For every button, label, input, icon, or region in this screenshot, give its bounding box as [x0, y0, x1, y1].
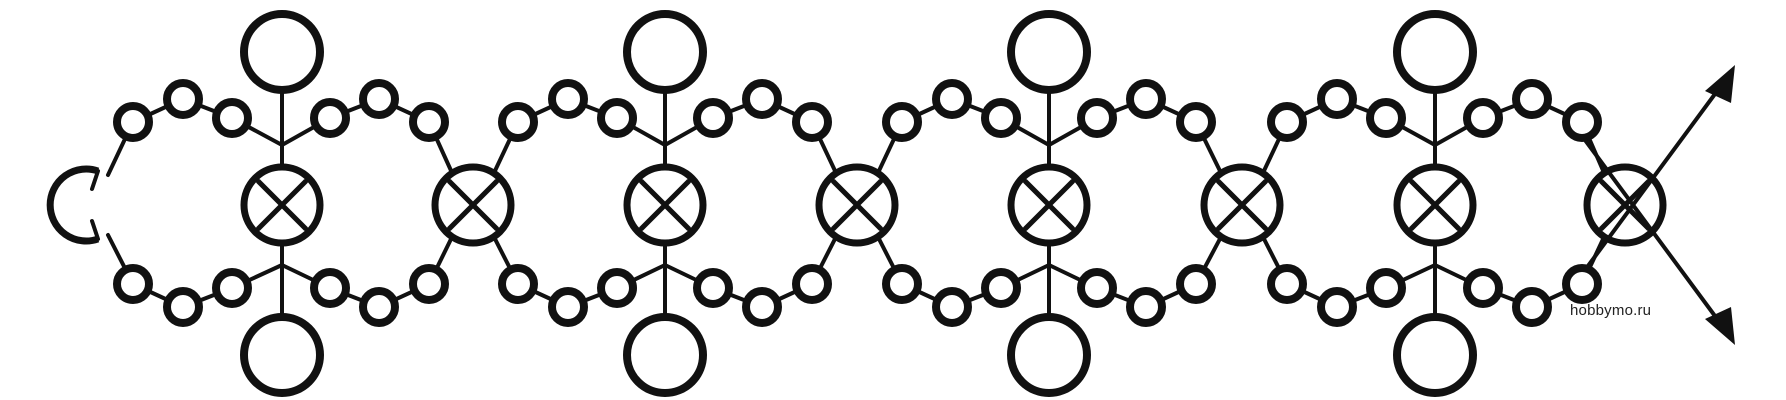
small-bead	[548, 79, 588, 119]
small-bead	[742, 287, 782, 327]
small-bead	[1126, 287, 1166, 327]
small-bead	[882, 264, 922, 304]
small-bead	[163, 79, 203, 119]
small-bead	[163, 287, 203, 327]
crossed-bead-stroke	[1598, 178, 1652, 232]
small-bead	[1463, 268, 1503, 308]
arrow-head-down	[1705, 307, 1735, 345]
small-bead	[1562, 102, 1602, 142]
arrow-head-up	[1705, 65, 1735, 103]
small-bead	[1317, 79, 1357, 119]
small-bead	[212, 268, 252, 308]
small-bead	[597, 98, 637, 138]
top-large-bead	[240, 10, 324, 94]
arrow-line-down	[1583, 138, 1731, 337]
small-bead	[310, 268, 350, 308]
small-bead	[1366, 98, 1406, 138]
bottom-large-bead	[240, 313, 324, 397]
small-bead	[1366, 268, 1406, 308]
small-bead	[1077, 268, 1117, 308]
small-bead	[1463, 98, 1503, 138]
crossed-bead-stroke	[1022, 178, 1076, 232]
small-bead	[548, 287, 588, 327]
small-bead	[498, 102, 538, 142]
small-bead	[1176, 264, 1216, 304]
crossed-bead-stroke	[255, 178, 309, 232]
small-bead	[1512, 79, 1552, 119]
small-bead	[792, 264, 832, 304]
small-bead	[932, 79, 972, 119]
crossed-bead-stroke	[638, 178, 692, 232]
small-bead	[693, 268, 733, 308]
start-bead-tick	[90, 219, 100, 241]
small-bead	[409, 264, 449, 304]
arrow-line-up	[1583, 73, 1731, 272]
small-bead	[742, 79, 782, 119]
start-bead-arc	[46, 165, 100, 245]
center-crossed-bead	[240, 163, 324, 247]
small-bead	[1562, 264, 1602, 304]
small-bead	[359, 79, 399, 119]
small-bead	[1126, 79, 1166, 119]
small-bead	[498, 264, 538, 304]
small-bead	[882, 102, 922, 142]
junction-crossed-bead	[1583, 163, 1667, 247]
small-bead	[1176, 102, 1216, 142]
start-bead	[46, 165, 100, 245]
small-bead	[409, 102, 449, 142]
small-bead	[932, 287, 972, 327]
bottom-large-bead	[1007, 313, 1091, 397]
crossed-bead-stroke	[830, 178, 884, 232]
small-bead	[981, 98, 1021, 138]
small-bead	[981, 268, 1021, 308]
junction-crossed-bead	[1200, 163, 1284, 247]
top-large-bead	[1393, 10, 1477, 94]
junction-crossed-bead	[431, 163, 515, 247]
small-bead	[1512, 287, 1552, 327]
small-bead	[1267, 264, 1307, 304]
bead-group	[46, 10, 1667, 397]
top-large-bead	[623, 10, 707, 94]
small-bead	[792, 102, 832, 142]
watermark-text: hobbymo.ru	[1570, 302, 1652, 319]
crossed-bead-stroke	[1215, 178, 1269, 232]
small-bead	[359, 287, 399, 327]
center-crossed-bead	[1007, 163, 1091, 247]
top-large-bead	[1007, 10, 1091, 94]
small-bead	[212, 98, 252, 138]
center-crossed-bead	[623, 163, 707, 247]
small-bead	[693, 98, 733, 138]
small-bead	[113, 102, 153, 142]
start-bead-tick	[90, 169, 100, 191]
small-bead	[597, 268, 637, 308]
crossed-bead-stroke	[1408, 178, 1462, 232]
small-bead	[113, 264, 153, 304]
small-bead	[1077, 98, 1117, 138]
crossed-bead-stroke	[446, 178, 500, 232]
small-bead	[310, 98, 350, 138]
small-bead	[1267, 102, 1307, 142]
bottom-large-bead	[623, 313, 707, 397]
direction-arrows	[1583, 65, 1735, 345]
small-bead	[1317, 287, 1357, 327]
junction-crossed-bead	[815, 163, 899, 247]
center-crossed-bead	[1393, 163, 1477, 247]
bottom-large-bead	[1393, 313, 1477, 397]
